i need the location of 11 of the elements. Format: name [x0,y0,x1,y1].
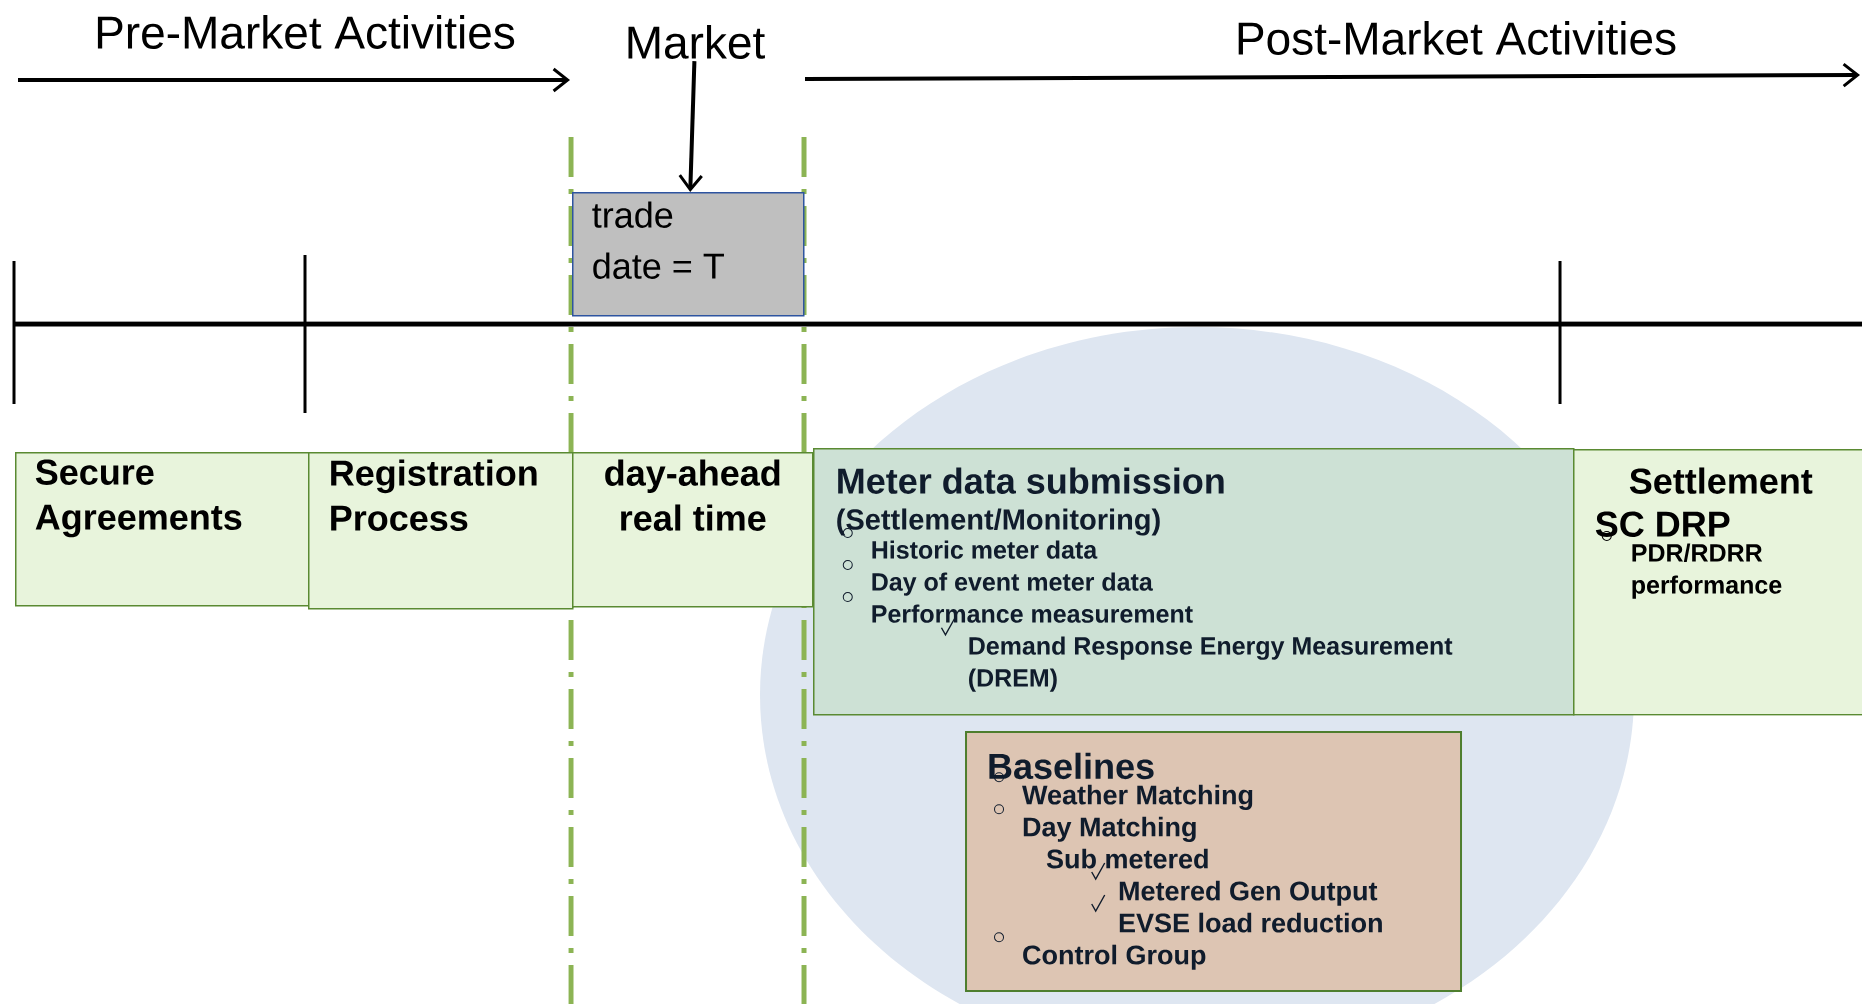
phase-label: Pre-Market Activities [97,15,515,49]
phase-box: day-ahead real time [572,452,814,608]
baselines-box: Baselines Weather Matching Day Matching Sub metered Metered Gen Output EVSE load reduction Control Group [965,731,1462,992]
arrow [678,61,703,192]
phase-label: Market [628,25,765,59]
phase-box: Registration Process [308,452,574,610]
phase-label: Post-Market Activities [1238,21,1676,55]
settlement-box: Settlement SC DRP PDR/RDRR performance [1573,449,1862,716]
phase-box: Secure Agreements [15,452,310,607]
trade-date-box: trade date = T [572,192,805,317]
meter-data-box: Meter data submission (Settlement/Monitoring) Historic meter data Day of event meter data Performance measurement Demand Response Energy Measurement (DREM) [813,448,1575,716]
